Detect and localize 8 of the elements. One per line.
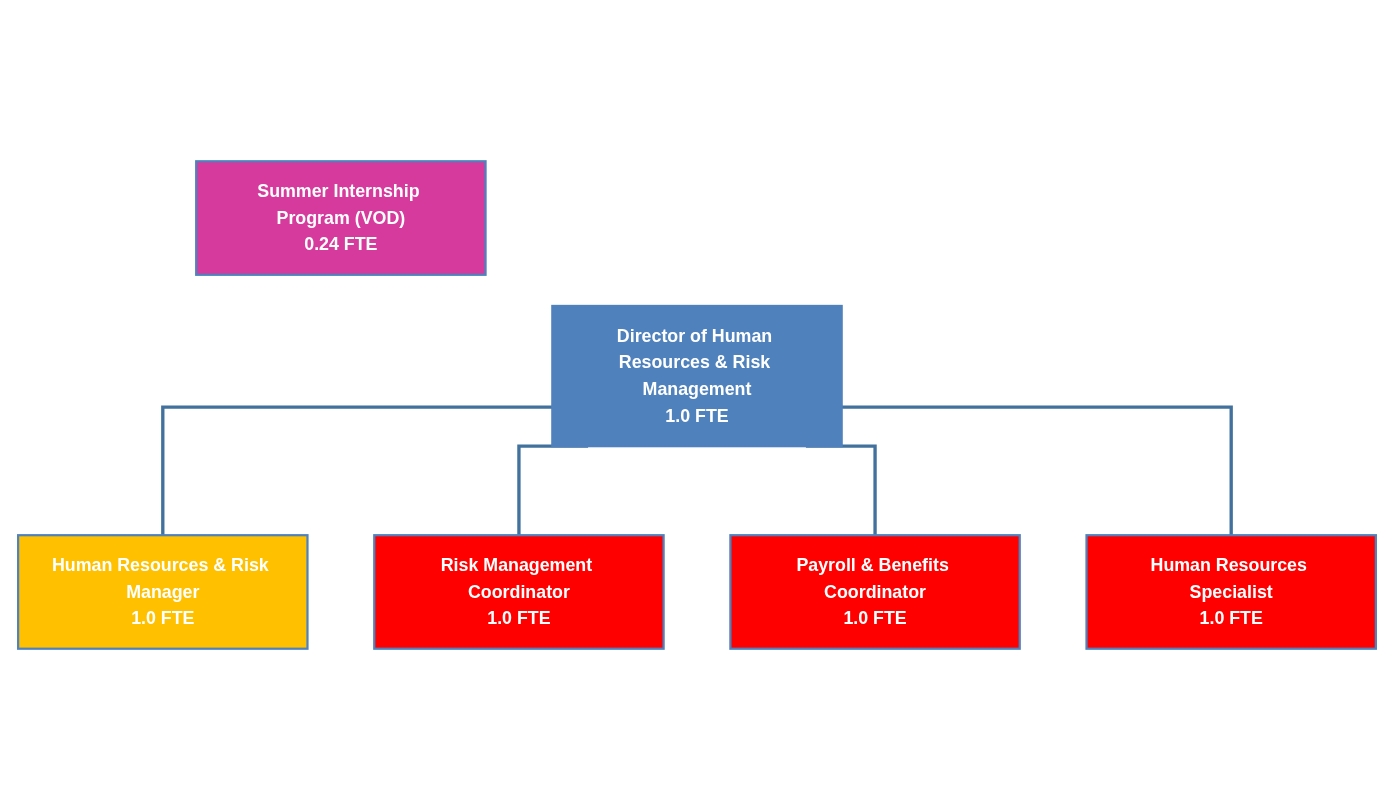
node-box: Director of Human Resources & Risk Management 1.0 FTE [550, 304, 843, 447]
node-box: Human Resources Specialist 1.0 FTE [1084, 533, 1377, 650]
node-box: Summer Internship Program (VOD) 0.24 FTE [194, 159, 487, 276]
node-box: Payroll & Benefits Coordinator 1.0 FTE [728, 533, 1021, 650]
connector [160, 404, 552, 535]
node-box: Human Resources & Risk Manager 1.0 FTE [16, 533, 309, 650]
connector [841, 404, 1233, 535]
node-box: Risk Management Coordinator 1.0 FTE [372, 533, 665, 650]
